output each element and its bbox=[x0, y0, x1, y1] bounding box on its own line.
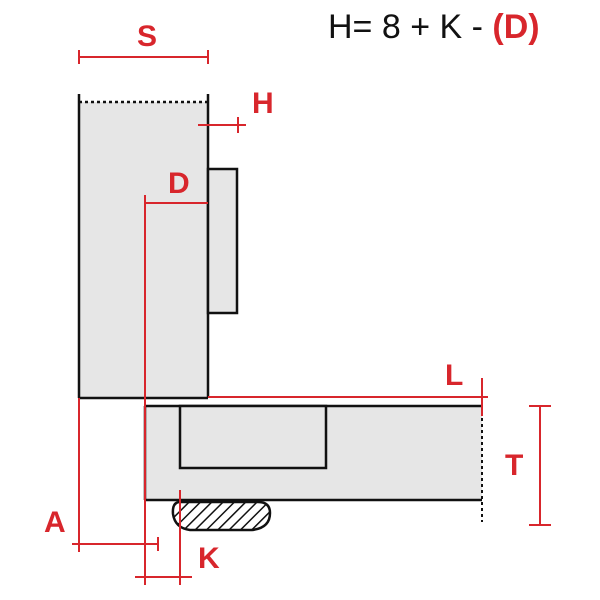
hinge-body-hatched bbox=[171, 500, 272, 532]
label-s: S bbox=[137, 20, 157, 53]
label-a: A bbox=[44, 506, 66, 539]
mounting-plate bbox=[206, 167, 239, 315]
label-t: T bbox=[505, 449, 523, 482]
label-k: K bbox=[198, 542, 220, 575]
hinge-cup bbox=[178, 404, 328, 470]
label-l: L bbox=[445, 359, 463, 392]
side-panel bbox=[79, 102, 208, 398]
label-h: H bbox=[252, 87, 274, 120]
label-d: D bbox=[168, 167, 190, 200]
formula-d-term: (D) bbox=[492, 8, 539, 46]
formula-text: H= 8 + K - (D) bbox=[328, 8, 540, 46]
dimension-lines bbox=[72, 50, 551, 585]
formula-prefix: H= 8 + K - bbox=[328, 8, 492, 46]
